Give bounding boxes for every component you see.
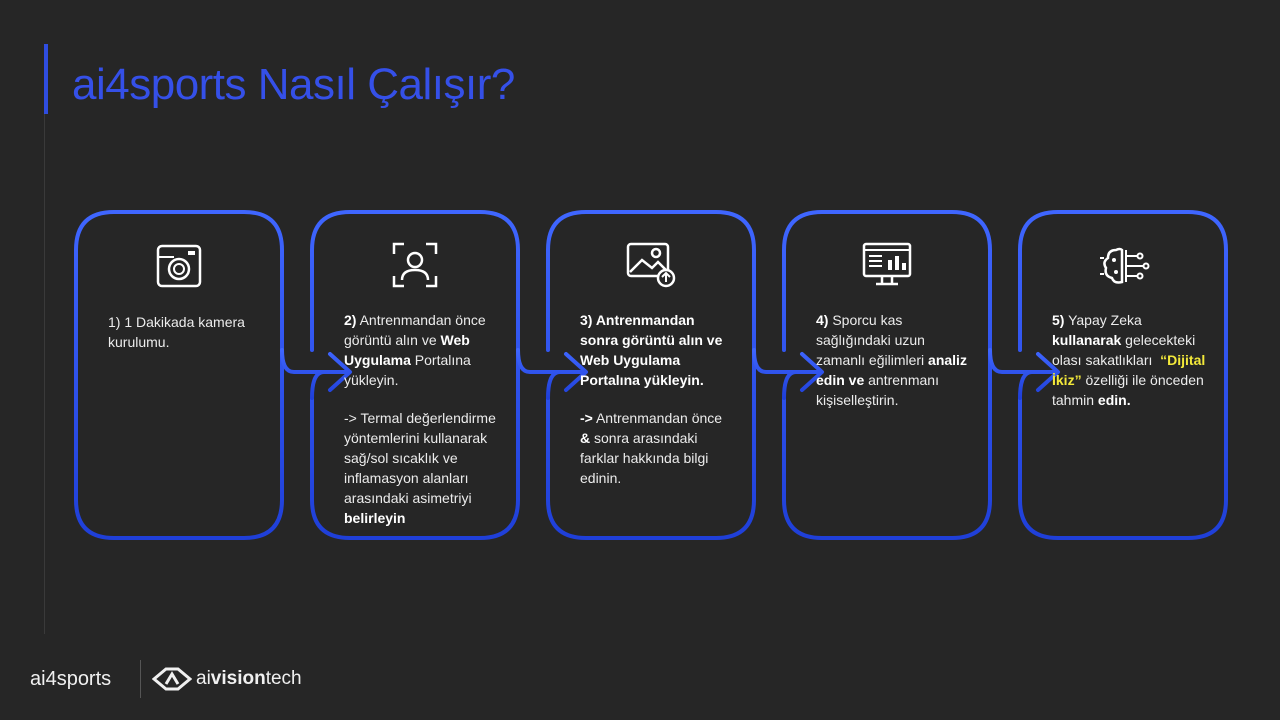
step-3-text: 3) Antrenmandan sonra görüntü alın ve We… [580, 312, 723, 486]
title-accent-bar [44, 44, 48, 114]
step-connector-arrow [988, 348, 1060, 400]
side-divider-line [44, 114, 45, 634]
image-upload-icon [626, 242, 676, 288]
monitor-analytics-icon [862, 242, 912, 286]
partner-prefix: ai [196, 668, 211, 689]
step-card-outline [310, 210, 520, 540]
user-focus-icon [392, 242, 438, 288]
camera-icon [156, 244, 202, 288]
step-4-text: 4) Sporcu kas sağlığındaki uzun zamanlı … [816, 312, 967, 408]
partner-logo-text: aivisiontech [196, 668, 302, 690]
step-connector-arrow [752, 348, 824, 400]
step-card-outline [74, 210, 284, 540]
step-5-text: 5) Yapay Zeka kullanarak gelecekteki ola… [1052, 312, 1206, 408]
step-card-outline [782, 210, 992, 540]
step-card-outline [546, 210, 756, 540]
step-1-text: 1) 1 Dakikada kamera kurulumu. [108, 314, 245, 350]
step-connector-arrow [516, 348, 588, 400]
partner-suffix: tech [265, 668, 302, 689]
brand-logo-text: ai4sports [30, 668, 112, 690]
footer: ai4sports aivisiontech [0, 650, 1280, 710]
ai-brain-icon [1100, 247, 1150, 284]
step-card-outline [1018, 210, 1228, 540]
page-title: ai4sports Nasıl Çalışır? [72, 60, 515, 109]
step-2-text: 2) Antrenmandan önce görüntü alın ve Web… [344, 312, 496, 526]
partner-bold: vision [210, 668, 266, 689]
step-connector-arrow [280, 348, 352, 400]
aivisiontech-logo-icon [152, 667, 192, 691]
footer-divider [140, 660, 141, 698]
